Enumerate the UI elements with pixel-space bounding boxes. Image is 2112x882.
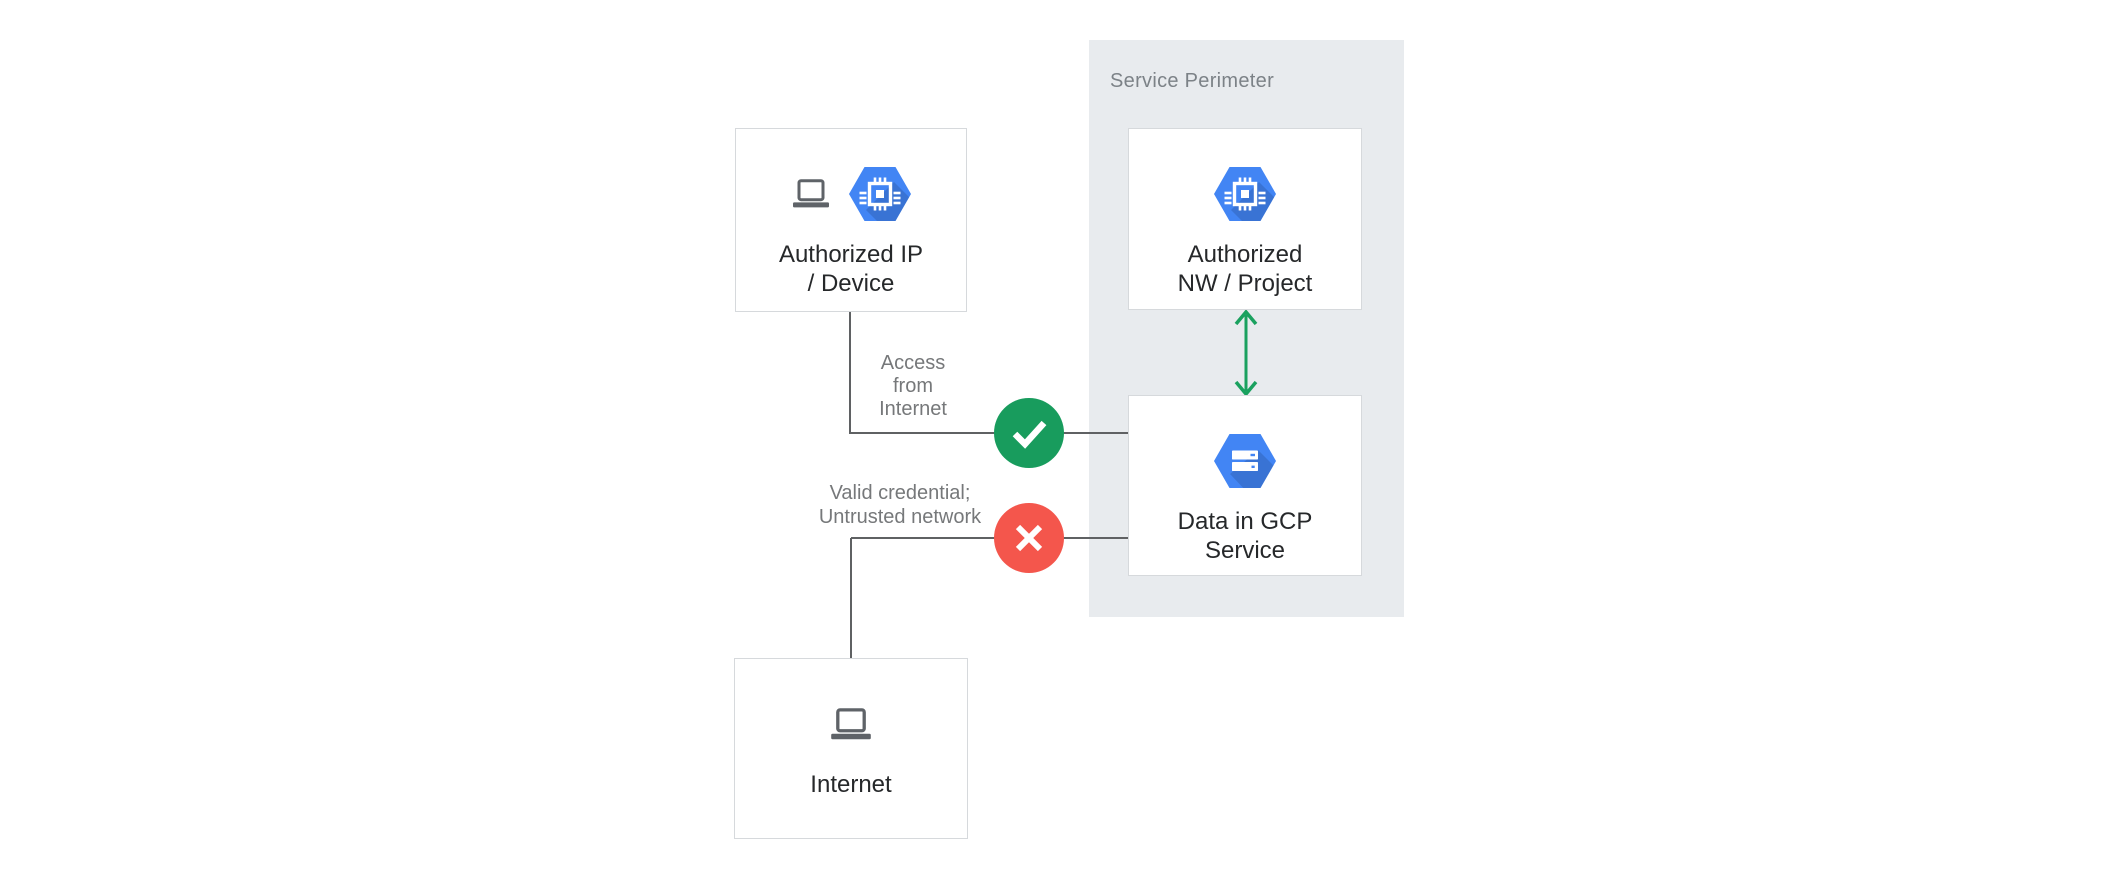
- node-label: Data in GCP Service: [1178, 507, 1313, 565]
- node-label-line: / Device: [807, 270, 895, 297]
- node-label-line: Authorized: [1187, 241, 1303, 268]
- node-label-line: Data in GCP: [1177, 508, 1313, 535]
- node-label: Authorized IP / Device: [779, 240, 923, 298]
- compute-engine-hexagon-icon: [1214, 167, 1276, 221]
- node-label: Authorized NW / Project: [1178, 240, 1313, 298]
- edge-label-line: Access: [880, 352, 946, 374]
- connector-internet-up: [850, 538, 852, 658]
- node-icon-row: [829, 694, 873, 754]
- node-icon-row: [1214, 164, 1276, 224]
- connector-authip-down: [849, 312, 851, 433]
- node-authorized-nw-project: Authorized NW / Project: [1128, 128, 1362, 310]
- node-icon-row: [791, 164, 911, 224]
- node-icon-row: [1214, 431, 1276, 491]
- compute-engine-hexagon-icon: [849, 167, 911, 221]
- node-label: Internet: [810, 770, 891, 799]
- laptop-icon: [793, 179, 829, 208]
- storage-hexagon-icon: [1214, 434, 1276, 488]
- service-perimeter-label: Service Perimeter: [1110, 70, 1275, 92]
- edge-label-line: Untrusted network: [818, 506, 982, 528]
- edge-label-line: from: [893, 375, 933, 397]
- edge-label-access-from-internet: Access from Internet: [833, 352, 993, 421]
- laptop-icon: [831, 707, 871, 739]
- node-authorized-ip-device: Authorized IP / Device: [735, 128, 967, 312]
- node-label-line: NW / Project: [1177, 270, 1313, 297]
- connector-access-to-data: [849, 432, 1129, 434]
- connector-untrusted-to-data: [851, 537, 1129, 539]
- node-label-line: Authorized IP: [778, 241, 924, 268]
- bidirectional-arrow-icon: [1234, 310, 1258, 396]
- check-icon: [1012, 420, 1047, 449]
- edge-label-line: Internet: [879, 398, 947, 420]
- node-internet: Internet: [734, 658, 968, 839]
- node-label-line: Internet: [810, 771, 892, 798]
- cross-icon: [1015, 524, 1043, 552]
- node-label-line: Service: [1204, 537, 1286, 564]
- blocked-cross-badge: [994, 503, 1064, 573]
- edge-label-line: Valid credential;: [829, 482, 971, 504]
- edge-label-valid-credential-untrusted: Valid credential; Untrusted network: [760, 481, 1040, 529]
- node-data-in-gcp-service: Data in GCP Service: [1128, 395, 1362, 576]
- allowed-check-badge: [994, 398, 1064, 468]
